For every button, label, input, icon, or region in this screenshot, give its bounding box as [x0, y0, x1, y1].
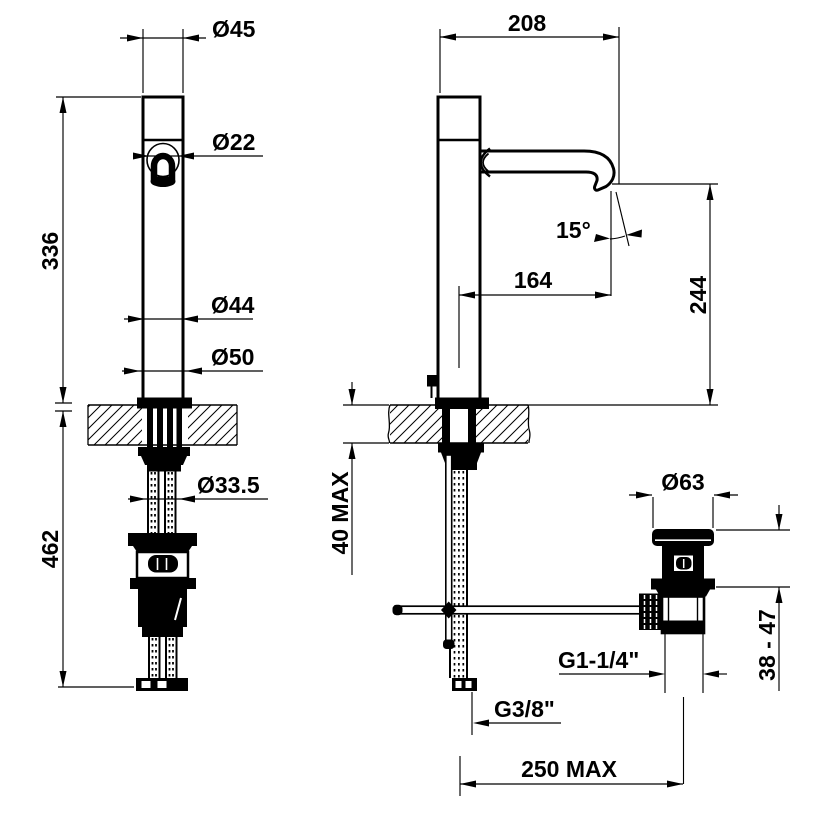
- mounting-hardware-front: [138, 408, 190, 472]
- dim-label-spout-angle: 15°: [556, 217, 591, 243]
- dim-base-diameter: Ø50: [122, 344, 263, 375]
- dim-label-hose-diameter: Ø33.5: [197, 472, 260, 498]
- dim-label-waste-thread: G1-1/4": [558, 647, 639, 673]
- rod-pivot: [441, 601, 457, 619]
- faucet-body-front: [137, 95, 192, 409]
- base-plate-front: [137, 397, 192, 409]
- dim-waste-height-range: 38 - 47: [716, 505, 790, 691]
- dim-waste-thread: G1-1/4": [558, 634, 727, 693]
- dim-label-deck-thickness: 40 MAX: [327, 471, 353, 555]
- dim-rod-max-reach: 250 MAX: [459, 756, 683, 796]
- dim-supply-thread: G3/8": [471, 692, 561, 735]
- dim-spout-reach: 164: [458, 267, 611, 368]
- spout: [478, 149, 616, 192]
- countertop-side: [387, 404, 531, 444]
- pop-up-rod: [443, 454, 455, 649]
- dim-label-base-diameter: Ø50: [211, 344, 254, 370]
- dim-handle-diameter: Ø22: [133, 129, 263, 160]
- dim-spout-angle: 15°: [556, 191, 642, 296]
- pop-up-waste: [639, 529, 715, 784]
- dim-label-handle-diameter: Ø22: [212, 129, 255, 155]
- dim-deck-thickness: 40 MAX: [327, 382, 389, 575]
- dim-label-height-above-deck: 336: [37, 232, 63, 270]
- dim-label-body-diameter: Ø44: [211, 292, 255, 318]
- faucet-body-side: [427, 95, 616, 409]
- supply-hose-side: [449, 470, 477, 691]
- dim-body-diameter: Ø44: [124, 292, 255, 323]
- dim-hose-diameter: Ø33.5: [128, 472, 268, 503]
- base-plate-side: [435, 397, 489, 409]
- front-view: Ø45 Ø22 336 Ø44 Ø50: [37, 16, 268, 691]
- dim-height-above-deck: 336: [37, 96, 141, 404]
- dim-spout-height: 244: [528, 183, 718, 406]
- dim-label-spout-height: 244: [685, 276, 711, 315]
- dim-waste-cap-diameter: Ø63: [629, 469, 738, 528]
- dim-label-waste-cap-diameter: Ø63: [661, 469, 704, 495]
- dim-label-waste-height-range: 38 - 47: [754, 609, 780, 681]
- dim-label-supply-thread: G3/8": [494, 696, 555, 722]
- dim-label-depth: 208: [508, 10, 547, 36]
- dim-label-spout-reach: 164: [514, 267, 553, 293]
- dim-label-spout-top-diameter: Ø45: [212, 16, 256, 42]
- dim-label-length-below-deck: 462: [37, 530, 63, 568]
- linkage-rod: [392, 601, 641, 619]
- dim-length-below-deck: 462: [37, 410, 134, 688]
- dim-spout-top-diameter: Ø45: [120, 16, 256, 93]
- side-view: 208 15° 164 244: [327, 10, 790, 796]
- pop-up-knob: [427, 375, 439, 387]
- dim-depth: 208: [439, 10, 620, 184]
- dim-label-rod-max-reach: 250 MAX: [521, 756, 618, 782]
- supply-hoses-front: [147, 471, 177, 533]
- drain-assembly-front: [128, 533, 197, 691]
